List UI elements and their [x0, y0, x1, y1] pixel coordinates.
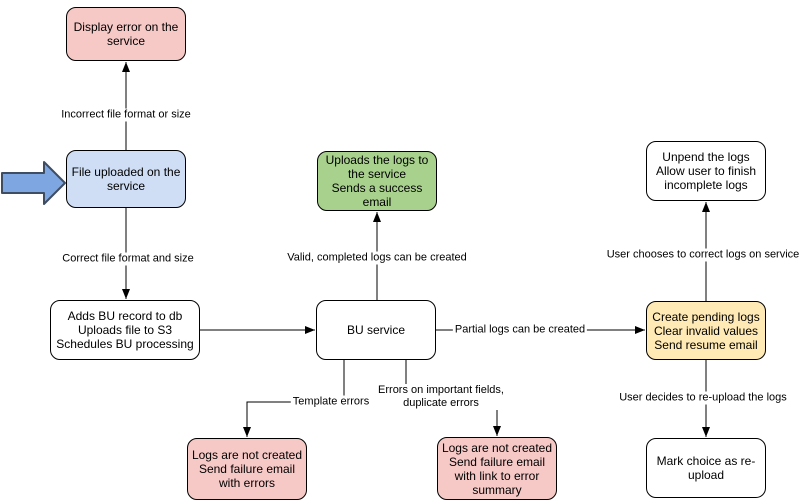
node-bu-service: BU service	[316, 300, 436, 360]
node-adds-bu-record: Adds BU record to db Uploads file to S3 …	[50, 300, 200, 360]
node-uploads-logs-success: Uploads the logs to the service Sends a …	[317, 151, 437, 211]
node-unpend-logs: Unpend the logs Allow user to finish inc…	[646, 141, 766, 201]
node-create-pending-logs: Create pending logs Clear invalid values…	[646, 301, 766, 360]
node-display-error-on-service: Display error on the service	[66, 7, 186, 61]
edge-label-correct-on-service: User chooses to correct logs on service	[604, 248, 801, 262]
edge-label-incorrect-format: Incorrect file format or size	[59, 108, 193, 122]
node-mark-choice-reupload: Mark choice as re- upload	[646, 438, 766, 498]
edge-label-field-errors: Errors on important fields, duplicate er…	[376, 384, 506, 410]
start-arrow-icon	[1, 161, 66, 205]
edge-label-partial-logs: Partial logs can be created	[452, 323, 588, 337]
node-logs-not-created-with-errors: Logs are not created Send failure email …	[187, 438, 307, 500]
node-file-uploaded-on-service: File uploaded on the service	[66, 150, 186, 208]
edge-label-reupload: User decides to re-upload the logs	[617, 391, 789, 405]
edge-label-template-errors: Template errors	[290, 395, 372, 409]
node-logs-not-created-error-summary: Logs are not created Send failure email …	[437, 437, 557, 500]
edge-label-correct-format: Correct file format and size	[60, 252, 196, 266]
edge-label-valid-logs: Valid, completed logs can be created	[285, 251, 469, 265]
